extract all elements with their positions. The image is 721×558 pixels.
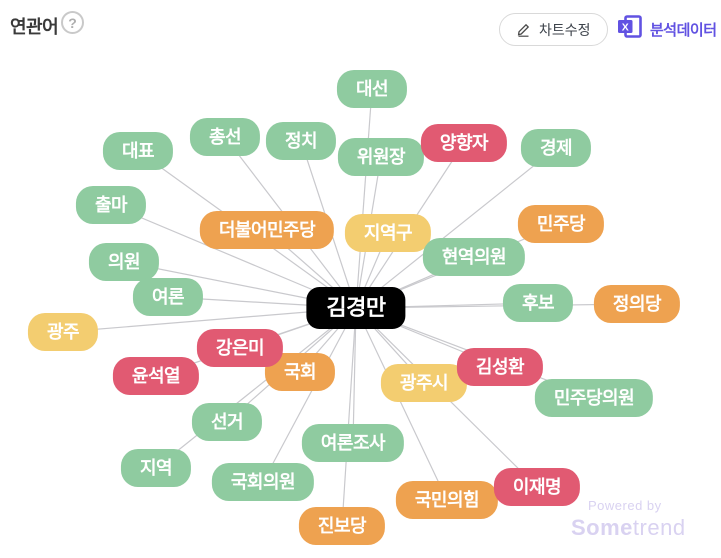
graph-center-node[interactable]: 김경만 — [306, 287, 406, 329]
graph-node[interactable]: 위원장 — [337, 138, 425, 176]
edit-chart-button[interactable]: 차트수정 — [499, 13, 608, 46]
graph-edge — [355, 307, 448, 501]
graph-node[interactable]: 광주시 — [380, 364, 468, 402]
help-glyph: ? — [68, 14, 77, 31]
graph-node[interactable]: 대표 — [102, 132, 174, 170]
pencil-icon — [516, 22, 531, 37]
graph-node[interactable]: 지역구 — [344, 214, 432, 252]
excel-icon: X — [617, 13, 644, 45]
graph-edge — [262, 307, 357, 483]
graph-node[interactable]: 현역의원 — [422, 238, 526, 276]
graph-node[interactable]: 여론 — [132, 278, 204, 316]
sometrend-watermark: Powered by Sometrend — [571, 498, 691, 541]
graph-node[interactable]: 대선 — [336, 70, 408, 108]
graph-node[interactable]: 선거 — [191, 403, 263, 441]
graph-node[interactable]: 의원 — [88, 243, 160, 281]
graph-edge — [355, 88, 373, 309]
graph-node[interactable]: 지역 — [120, 449, 192, 487]
graph-edge — [355, 147, 557, 309]
analysis-data-button[interactable]: X 분석데이터 — [617, 13, 717, 45]
graph-node[interactable]: 정의당 — [593, 285, 681, 323]
graph-edge — [352, 307, 357, 444]
sometrend-logo: Sometrend — [571, 515, 686, 540]
graph-edge — [341, 307, 357, 527]
graph-node[interactable]: 후보 — [502, 284, 574, 322]
graph-node[interactable]: 출마 — [75, 186, 147, 224]
help-icon[interactable]: ? — [61, 11, 84, 34]
graph-node[interactable]: 여론조사 — [301, 424, 405, 462]
graph-node[interactable]: 윤석열 — [112, 357, 200, 395]
graph-edge — [155, 307, 357, 469]
graph-node[interactable]: 양향자 — [420, 124, 508, 162]
graph-node[interactable]: 진보당 — [298, 507, 386, 545]
powered-by-text: Powered by — [588, 498, 662, 513]
svg-text:X: X — [622, 22, 629, 34]
edit-chart-label: 차트수정 — [539, 21, 591, 38]
graph-node[interactable]: 총선 — [189, 118, 261, 156]
graph-node[interactable]: 경제 — [520, 129, 592, 167]
analysis-data-label: 분석데이터 — [650, 21, 717, 39]
graph-node[interactable]: 김성환 — [456, 348, 544, 386]
graph-node[interactable]: 민주당 — [517, 205, 605, 243]
graph-node[interactable]: 이재명 — [493, 468, 581, 506]
graph-node[interactable]: 정치 — [265, 122, 337, 160]
graph-node[interactable]: 민주당의원 — [534, 379, 654, 417]
graph-node[interactable]: 국민의힘 — [395, 481, 499, 519]
graph-node[interactable]: 광주 — [27, 313, 99, 351]
page-title: 연관어 — [10, 17, 59, 37]
graph-node[interactable]: 강은미 — [196, 329, 284, 367]
graph-node[interactable]: 더불어민주당 — [199, 211, 335, 249]
graph-node[interactable]: 국회의원 — [211, 463, 315, 501]
